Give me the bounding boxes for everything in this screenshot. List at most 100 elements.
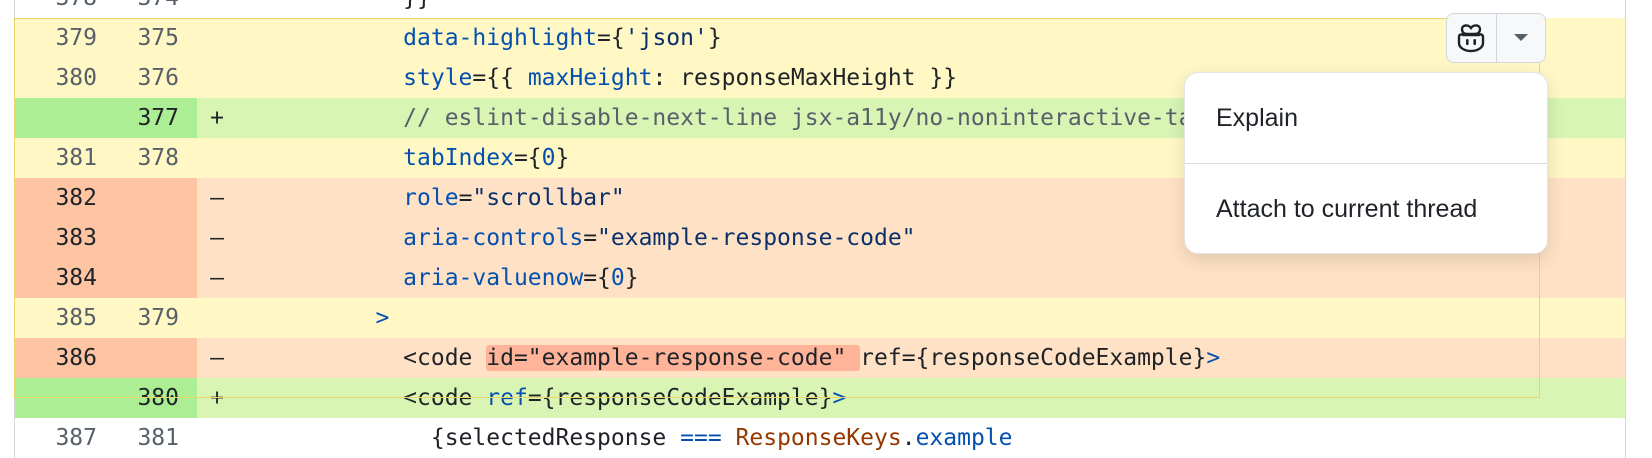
- new-line-number[interactable]: 374: [115, 0, 197, 18]
- code-token: : responseMaxHeight }}: [652, 65, 958, 91]
- code-token: =: [583, 225, 598, 251]
- code-token: ={: [583, 265, 611, 291]
- code-token: 0: [610, 265, 625, 291]
- code-token: >: [832, 385, 847, 411]
- copilot-dropdown-toggle[interactable]: [1495, 14, 1546, 62]
- diff-line[interactable]: 384 – aria-valuenow={0}: [15, 258, 1625, 298]
- diff-sign: –: [210, 265, 224, 291]
- code-token: ===: [680, 425, 722, 451]
- code-content: aria-valuenow={0}: [237, 258, 1625, 298]
- diff-line[interactable]: 380+ <code ref={responseCodeExample}>: [15, 378, 1625, 418]
- diff-line[interactable]: 386 – <code id="example-response-code" re…: [15, 338, 1625, 378]
- old-line-number[interactable]: 387: [55, 425, 97, 451]
- code-token: maxHeight: [527, 65, 653, 91]
- code-content: tabIndex={0}: [237, 138, 1625, 178]
- diff-sign: [197, 18, 237, 58]
- old-line-number[interactable]: 381: [15, 138, 115, 178]
- old-line-number[interactable]: 383: [15, 218, 115, 258]
- new-line-number[interactable]: 378: [115, 138, 197, 178]
- code-token: .: [901, 425, 916, 451]
- code-indent: [237, 185, 403, 211]
- code-content: <code ref={responseCodeExample}>: [237, 378, 1625, 418]
- old-line-number[interactable]: 384: [15, 258, 115, 298]
- diff-sign: [197, 298, 237, 338]
- new-line-number[interactable]: 379: [115, 298, 197, 338]
- code-token: id="example-response-code": [486, 345, 861, 371]
- code-token: ref: [860, 345, 902, 371]
- code-token: // eslint-disable-next-line jsx-a11y/no-…: [403, 105, 1276, 131]
- code-token: >: [375, 305, 390, 331]
- diff-sign: [197, 58, 237, 98]
- diff-sign: –: [210, 185, 224, 211]
- code-token: ={{: [472, 65, 528, 91]
- code-content: role="scrollbar": [237, 178, 1625, 218]
- new-line-number[interactable]: 380: [115, 378, 197, 418]
- code-content: aria-controls="example-response-code": [237, 218, 1625, 258]
- code-content: {selectedResponse === ResponseKeys.examp…: [237, 418, 1625, 458]
- diff-sign: +: [210, 105, 224, 131]
- menu-item-attach-to-thread[interactable]: Attach to current thread: [1216, 195, 1478, 223]
- new-line-number[interactable]: [115, 258, 197, 298]
- new-line-number[interactable]: [115, 178, 197, 218]
- code-token: aria-controls: [403, 225, 584, 251]
- caret-down-icon: [1513, 34, 1528, 41]
- code-token: >: [1206, 345, 1221, 371]
- code-token: =: [458, 185, 473, 211]
- code-token: style: [403, 65, 473, 91]
- code-content: style={{ maxHeight: responseMaxHeight }}: [237, 58, 1625, 98]
- old-line-number[interactable]: 386: [15, 338, 115, 378]
- code-token: <code: [403, 385, 487, 411]
- code-content: >: [237, 298, 1625, 338]
- code-token: data-highlight: [403, 25, 598, 51]
- code-token: ={responseCodeExample}: [527, 385, 833, 411]
- old-line-number[interactable]: 380: [15, 58, 115, 98]
- code-token: }: [624, 265, 639, 291]
- diff-sign: [197, 138, 237, 178]
- code-token: <code: [403, 345, 487, 371]
- new-line-number[interactable]: [115, 218, 197, 258]
- code-content: data-highlight={'json'}: [237, 18, 1625, 58]
- copilot-button[interactable]: [1447, 14, 1496, 62]
- code-content: }}: [237, 0, 1625, 18]
- old-line-number[interactable]: [15, 378, 115, 418]
- old-line-number[interactable]: 385: [15, 298, 115, 338]
- diff-line[interactable]: 387 381 {selectedResponse === ResponseKey…: [15, 418, 1625, 458]
- code-indent: [237, 0, 403, 11]
- code-token: 'json': [624, 25, 708, 51]
- code-indent: [237, 265, 403, 291]
- code-token: ={: [597, 25, 625, 51]
- copilot-split-button[interactable]: [1446, 13, 1546, 63]
- code-token: tabIndex: [403, 145, 514, 171]
- diff-sign: –: [210, 225, 224, 251]
- menu-item-explain[interactable]: Explain: [1216, 104, 1298, 132]
- new-line-number[interactable]: 381: [137, 425, 179, 451]
- old-line-number[interactable]: 378: [15, 0, 115, 18]
- code-indent: [237, 145, 403, 171]
- code-indent: [237, 425, 431, 451]
- new-line-number[interactable]: 375: [115, 18, 197, 58]
- new-line-number[interactable]: [115, 338, 197, 378]
- code-token: role: [403, 185, 459, 211]
- new-line-number[interactable]: 376: [115, 58, 197, 98]
- code-token: }: [707, 25, 722, 51]
- diff-sign: –: [210, 345, 224, 371]
- code-indent: [237, 105, 403, 131]
- new-line-number[interactable]: 377: [115, 98, 197, 138]
- old-line-number[interactable]: 379: [15, 18, 115, 58]
- code-token: {selectedResponse: [430, 425, 681, 451]
- code-token: aria-valuenow: [403, 265, 584, 291]
- code-token: ={: [513, 145, 542, 171]
- code-indent: [237, 225, 403, 251]
- old-line-number[interactable]: 382: [15, 178, 115, 218]
- diff-sign: [197, 0, 237, 18]
- old-line-number[interactable]: [15, 98, 115, 138]
- code-token: ResponseKeys: [735, 425, 902, 451]
- code-token: "scrollbar": [472, 185, 625, 211]
- code-token: example: [915, 425, 1013, 451]
- code-token: }: [555, 145, 570, 171]
- diff-line[interactable]: 378374 }}: [15, 0, 1625, 18]
- diff-sign: [197, 418, 237, 458]
- menu-divider: [1185, 163, 1547, 164]
